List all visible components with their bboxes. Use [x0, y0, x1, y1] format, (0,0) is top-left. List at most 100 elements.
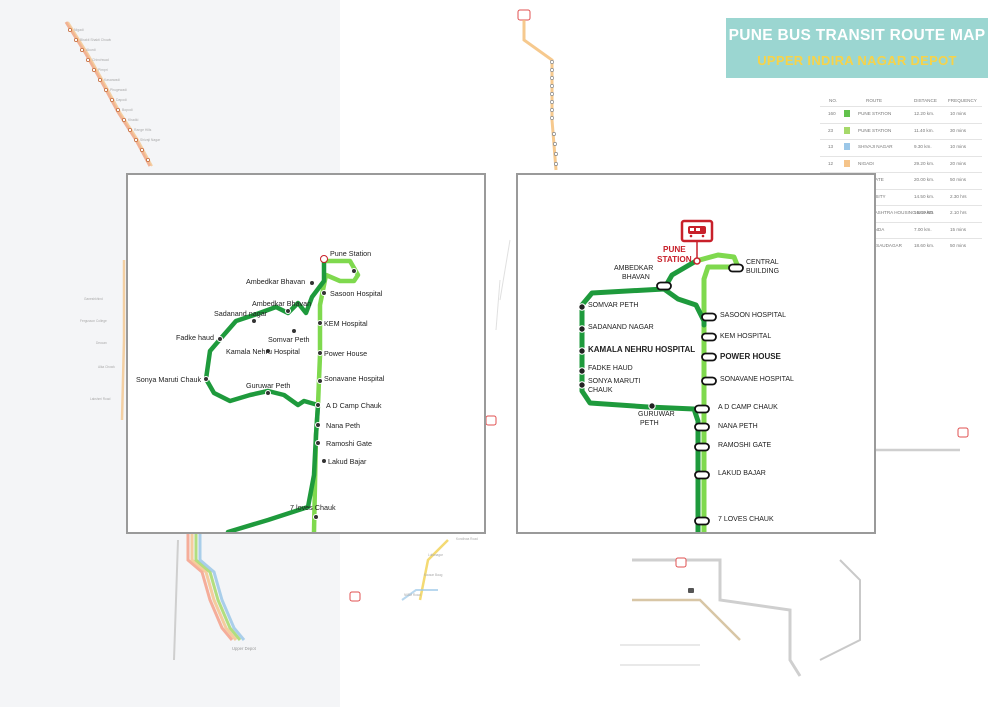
schematic-stop-kem-hospital[interactable]	[701, 332, 717, 342]
schematic-stop-central-building[interactable]	[728, 263, 744, 273]
svg-text:Kondhwa Road: Kondhwa Road	[456, 537, 478, 541]
upper-depot-label: Upper Depot	[232, 646, 257, 651]
route-frequency: 20 mins	[950, 160, 967, 166]
svg-text:Range Hills: Range Hills	[134, 128, 152, 132]
stop-marker-nana-peth[interactable]	[315, 422, 321, 428]
svg-text:Akurdi: Akurdi	[86, 48, 96, 52]
route-frequency: 10 mins	[950, 111, 967, 116]
route-table-header-distance: DISTANCE	[914, 98, 937, 103]
schematic-stop-sadanand-nagar[interactable]	[578, 325, 586, 333]
route-color-swatch	[844, 143, 850, 150]
schematic-stop-somvar-peth[interactable]	[578, 303, 586, 311]
svg-text:Shivaji Nagar: Shivaji Nagar	[140, 138, 161, 142]
route-distance: 18.60 km.	[914, 243, 935, 248]
svg-text:Ganeshkhind: Ganeshkhind	[84, 297, 103, 301]
map-title: PUNE BUS TRANSIT ROUTE MAP	[728, 27, 986, 44]
svg-text:Nigadi: Nigadi	[74, 28, 84, 32]
route-name: PUNE STATION	[858, 111, 892, 116]
ambedkar-bhavan-label-2: BHAVAN	[622, 274, 650, 281]
stop-label-7-loves-chauk: 7 loves Chauk	[290, 503, 336, 512]
schematic-stop-sonavane-hospital[interactable]	[701, 376, 717, 386]
stop-marker-kamala-nehru-hospital[interactable]	[265, 348, 271, 354]
schematic-stop-fadke-haud[interactable]	[578, 367, 586, 375]
route-distance: 12.20 km.	[914, 111, 935, 116]
stop-marker-guruwar-peth[interactable]	[265, 390, 271, 396]
stop-marker-power-house[interactable]	[317, 350, 323, 356]
stop-label-kamala-nehru-hospital: Kamala Nehru Hospital	[226, 347, 300, 356]
route-distance: 11.40 km.	[914, 127, 934, 133]
schematic-stop-nana-peth[interactable]	[694, 422, 710, 432]
stop-marker-kem-hospital[interactable]	[317, 320, 323, 326]
stop-marker-sonya-maruti-chauk[interactable]	[203, 376, 209, 382]
svg-text:Pimpri: Pimpri	[98, 68, 108, 72]
guruwar-peth-label: GURUWAR	[638, 411, 675, 418]
stop-label-ambedkar-bhavan-2: Ambedkar Bhavan	[252, 299, 312, 308]
route-distance: 16.50 km.	[914, 210, 935, 215]
stop-marker-pune-station[interactable]	[320, 255, 328, 263]
sadanand-nagar-label: SADANAND NAGAR	[588, 324, 654, 331]
kamala-nehru-hospital-label: KAMALA NEHRU HOSPITAL	[588, 345, 696, 354]
svg-text:Chinchwad: Chinchwad	[92, 58, 109, 62]
route-name: NIGADI	[858, 160, 874, 166]
route-color-swatch	[844, 110, 850, 117]
schematic-stop-kamala-nehru-hospital[interactable]	[578, 347, 586, 355]
route-color-swatch	[844, 126, 850, 134]
stop-label-sadanand-nagar: Sadanand nagar	[214, 309, 268, 318]
route-distance: 14.50 km.	[914, 193, 935, 199]
stop-marker-fadke-haud[interactable]	[217, 336, 223, 342]
stop-marker-ambedkar-bhavan-2[interactable]	[285, 308, 291, 314]
stop-label-somvar-peth: Somvar Peth	[268, 335, 310, 344]
stop-marker-ramoshi-gate[interactable]	[315, 440, 321, 446]
stop-marker-ambedkar-bhavan-1[interactable]	[309, 280, 315, 286]
stop-label-guruwar-peth: Guruwar Peth	[246, 381, 291, 390]
stop-marker-sadanand-nagar[interactable]	[251, 318, 257, 324]
pune-station-label: PUNE	[663, 245, 686, 254]
route-frequency: 2.30 hrs	[950, 193, 967, 199]
route-name: PIMPLE SAUDAGAR	[858, 243, 902, 248]
7-loves-chauk-label: 7 LOVES CHAUK	[718, 516, 774, 523]
svg-text:NIBM Road: NIBM Road	[404, 593, 421, 597]
svg-text:Bhakti Shakti Chowk: Bhakti Shakti Chowk	[80, 38, 111, 42]
svg-text:Kasarwadi: Kasarwadi	[104, 78, 120, 82]
sonya-maruti-chauk-label: SONYA MARUTI	[588, 378, 641, 385]
schematic-stop-power-house[interactable]	[701, 352, 717, 362]
stop-marker-sasoon-hospital[interactable]	[321, 290, 327, 296]
route-no: 12	[828, 160, 834, 166]
stop-marker-lakud-bajar[interactable]	[321, 458, 327, 464]
stop-marker-sonavane-hospital[interactable]	[317, 378, 323, 384]
svg-text:Fergusson College: Fergusson College	[80, 319, 107, 323]
schematic-stop-7-loves-chauk[interactable]	[694, 516, 710, 526]
schematic-stop-lakud-bajar[interactable]	[694, 470, 710, 480]
stop-marker-somvar-peth[interactable]	[291, 328, 297, 334]
fadke-haud-label: FADKE HAUD	[588, 365, 633, 372]
stop-label-lakud-bajar: Lakud Bajar	[328, 457, 367, 466]
schematic-stop-sasoon-hospital[interactable]	[701, 312, 717, 322]
central-building-label: CENTRAL	[746, 259, 779, 266]
stop-marker-ad-camp-chauk[interactable]	[315, 402, 321, 408]
svg-text:Khadki: Khadki	[128, 118, 139, 122]
svg-text:Bopodi: Bopodi	[122, 108, 133, 112]
route-frequency: 50 mins	[950, 177, 967, 182]
route-frequency: 30 mins	[950, 127, 967, 133]
route-no: 23	[828, 127, 834, 133]
schematic-stop-ramoshi-gate[interactable]	[694, 442, 710, 452]
central-building-label-2: BUILDING	[746, 268, 780, 275]
stop-marker-loop	[351, 268, 357, 274]
route-table-header-frequency: FREQUENCY	[948, 98, 977, 103]
schematic-stop-ad-camp-chauk[interactable]	[694, 404, 710, 414]
route-name: SHIVAJI NAGAR	[858, 144, 893, 149]
power-house-label: POWER HOUSE	[720, 352, 781, 361]
stop-label-sasoon-hospital: Sasoon Hospital	[330, 289, 383, 298]
route-23-line	[311, 258, 361, 532]
stop-label-ramoshi-gate: Ramoshi Gate	[326, 439, 372, 448]
schematic-stop-ambedkar-bhavan[interactable]	[656, 281, 672, 291]
schematic-stop-sonya-maruti-chauk[interactable]	[578, 381, 586, 389]
schematic-stop-guruwar-peth[interactable]	[648, 402, 656, 410]
kem-hospital-label: KEM HOSPITAL	[720, 333, 772, 340]
stop-marker-7-loves-chauk[interactable]	[313, 514, 319, 520]
svg-text:Phugewadi: Phugewadi	[110, 88, 127, 92]
